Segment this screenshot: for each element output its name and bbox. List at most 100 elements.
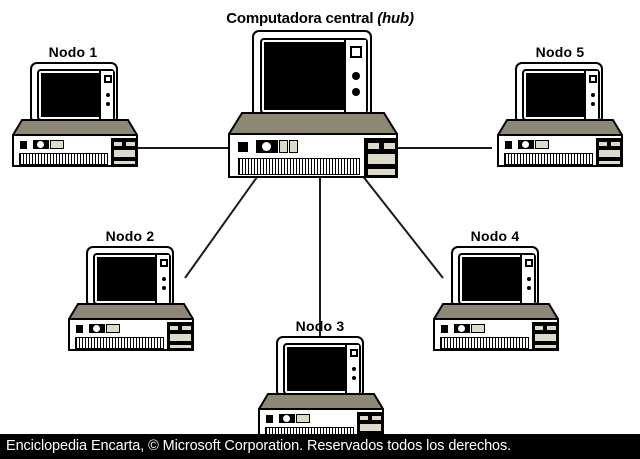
drive-slot[interactable] — [371, 415, 382, 421]
drive-slot[interactable] — [125, 141, 136, 147]
desktop-case-icon — [497, 134, 623, 167]
monitor-control-panel — [584, 71, 598, 119]
knob-dot-icon — [262, 142, 271, 151]
monitor-control-panel — [345, 345, 359, 393]
dial-knob-icon[interactable] — [352, 367, 356, 371]
wire-hub-nodo2 — [184, 169, 263, 279]
power-button-icon[interactable] — [20, 141, 27, 149]
vent-grille-icon — [19, 153, 108, 165]
monitor-bezel-inner — [260, 38, 368, 114]
drive-slot[interactable] — [367, 153, 396, 165]
node-label-nodo1: Nodo 1 — [48, 44, 98, 60]
drive-slot[interactable] — [598, 160, 621, 165]
dial-knob-icon[interactable] — [106, 102, 110, 106]
monitor-screen — [287, 347, 345, 391]
dial-knob-icon[interactable] — [527, 277, 531, 281]
floppy-drive-bay-icon[interactable] — [111, 138, 138, 167]
power-button-icon[interactable] — [441, 325, 448, 333]
drive-slot[interactable] — [367, 168, 396, 176]
knob-housing — [518, 140, 534, 149]
monitor-bezel-inner — [37, 69, 115, 121]
case-top-surface — [258, 393, 384, 409]
crt-monitor-icon — [30, 62, 118, 124]
computer-nodo4[interactable] — [433, 246, 559, 351]
drive-slot[interactable] — [598, 149, 621, 158]
monitor-indicator-square — [160, 259, 168, 267]
power-button-icon[interactable] — [238, 142, 248, 152]
vent-grille-icon — [238, 158, 360, 175]
page-title: Computadora central (hub) — [0, 10, 640, 27]
case-top-surface — [433, 303, 559, 319]
computer-nodo2[interactable] — [68, 246, 194, 351]
power-button-icon[interactable] — [505, 141, 512, 149]
desktop-case-icon — [68, 318, 194, 351]
front-chip — [471, 324, 485, 333]
drive-slot[interactable] — [113, 141, 123, 147]
floppy-drive-bay-icon[interactable] — [167, 322, 194, 351]
drive-slot[interactable] — [534, 325, 544, 331]
floppy-drive-bay-icon[interactable] — [596, 138, 623, 167]
drive-slot[interactable] — [169, 333, 192, 342]
power-button-icon[interactable] — [266, 415, 273, 423]
dial-knob-icon[interactable] — [106, 93, 110, 97]
computer-hub[interactable] — [228, 30, 398, 178]
drive-slot[interactable] — [546, 325, 557, 331]
monitor-indicator-square — [589, 75, 597, 83]
knob-housing — [89, 324, 105, 333]
dial-knob-icon[interactable] — [352, 72, 360, 80]
drive-slot[interactable] — [598, 141, 608, 147]
front-chip — [106, 324, 120, 333]
dial-knob-icon[interactable] — [162, 277, 166, 281]
drive-slot[interactable] — [181, 325, 192, 331]
dial-knob-icon[interactable] — [352, 376, 356, 380]
floppy-drive-bay-icon[interactable] — [532, 322, 559, 351]
drive-slot[interactable] — [610, 141, 621, 147]
knob-dot-icon — [37, 141, 44, 148]
knob-dot-icon — [522, 141, 529, 148]
drive-slot[interactable] — [534, 333, 557, 342]
drive-slot[interactable] — [359, 423, 382, 432]
dial-knob-icon[interactable] — [527, 286, 531, 290]
computer-nodo3[interactable] — [258, 336, 384, 441]
desktop-case-icon — [12, 134, 138, 167]
copyright-caption: Enciclopedia Encarta, © Microsoft Corpor… — [0, 434, 640, 459]
computer-nodo5[interactable] — [497, 62, 623, 167]
monitor-control-panel — [520, 255, 534, 303]
dial-knob-icon[interactable] — [591, 102, 595, 106]
power-button-icon[interactable] — [76, 325, 83, 333]
crt-monitor-icon — [276, 336, 364, 398]
drive-slot[interactable] — [113, 149, 136, 158]
floppy-drive-bay-icon[interactable] — [364, 138, 398, 178]
monitor-bezel-inner — [522, 69, 600, 121]
knob-dot-icon — [93, 325, 100, 332]
dial-knob-icon[interactable] — [162, 286, 166, 290]
vent-grille-icon — [440, 337, 529, 349]
case-top-outline — [228, 112, 398, 135]
knob-housing — [454, 324, 470, 333]
dial-knob-icon[interactable] — [352, 88, 360, 96]
crt-monitor-icon — [86, 246, 174, 308]
drive-slot[interactable] — [383, 142, 396, 150]
case-top-surface — [497, 119, 623, 135]
drive-slot[interactable] — [359, 415, 369, 421]
drive-slot[interactable] — [534, 344, 557, 349]
front-chip — [279, 140, 288, 153]
drive-slot[interactable] — [169, 344, 192, 349]
monitor-control-panel — [99, 71, 113, 119]
drive-slot[interactable] — [113, 160, 136, 165]
computer-nodo1[interactable] — [12, 62, 138, 167]
vent-grille-icon — [75, 337, 164, 349]
monitor-indicator-square — [350, 349, 358, 357]
monitor-indicator-square — [525, 259, 533, 267]
monitor-control-panel — [344, 40, 366, 112]
knob-dot-icon — [458, 325, 465, 332]
node-label-nodo2: Nodo 2 — [105, 228, 155, 244]
node-label-nodo4: Nodo 4 — [470, 228, 520, 244]
drive-slot[interactable] — [169, 325, 179, 331]
drive-slot[interactable] — [367, 142, 380, 150]
dial-knob-icon[interactable] — [591, 93, 595, 97]
case-top-surface — [68, 303, 194, 319]
page-title-main: Computadora central — [226, 10, 374, 27]
